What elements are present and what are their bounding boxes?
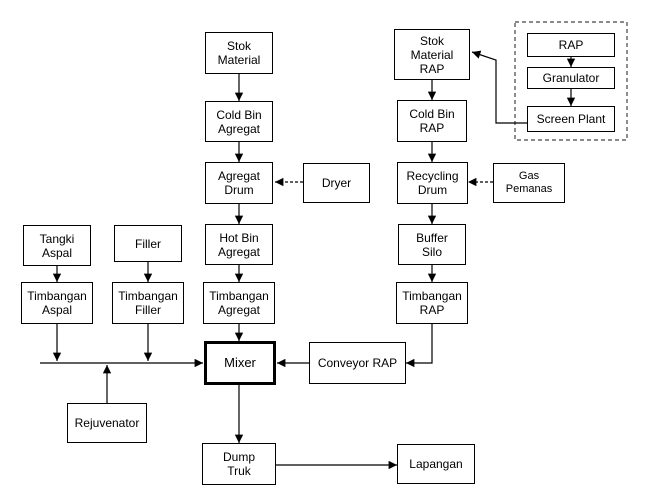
timbangan-rap-box: Timbangan RAP: [396, 282, 468, 324]
lapangan-box: Lapangan: [397, 444, 475, 484]
rap-processing-group: [514, 21, 628, 141]
agregat-drum-box: Agregat Drum: [205, 162, 273, 204]
rejuvenator-box: Rejuvenator: [67, 403, 147, 443]
arrow-timbangan-rap-to-conveyor: [406, 324, 433, 368]
mixer-box: Mixer: [204, 341, 276, 385]
recycling-drum-box: Recycling Drum: [397, 162, 468, 204]
stok-material-box: Stok Material: [205, 32, 273, 74]
arrow-screen-to-stokrap: [471, 50, 527, 124]
cold-bin-agregat-box: Cold Bin Agregat: [205, 101, 273, 142]
timbangan-filler-box: Timbangan Filler: [112, 282, 184, 324]
dryer-box: Dryer: [303, 163, 370, 203]
tangki-aspal-box: Tangki Aspal: [23, 225, 91, 266]
screen-plant-box: Screen Plant: [527, 106, 615, 132]
filler-box: Filler: [114, 225, 182, 262]
timbangan-agregat-box: Timbangan Agregat: [203, 282, 275, 324]
rap-box: RAP: [527, 33, 615, 57]
buffer-silo-box: Buffer Silo: [398, 224, 466, 265]
hot-bin-agregat-box: Hot Bin Agregat: [205, 224, 273, 265]
cold-bin-rap-box: Cold Bin RAP: [397, 100, 467, 142]
granulator-box: Granulator: [527, 67, 615, 89]
timbangan-aspal-box: Timbangan Aspal: [21, 282, 93, 324]
conveyor-rap-box: Conveyor RAP: [309, 342, 406, 384]
gas-pemanas-box: Gas Pemanas: [493, 163, 565, 203]
dump-truk-box: Dump Truk: [202, 443, 276, 485]
stok-material-rap-box: Stok Material RAP: [394, 29, 470, 80]
